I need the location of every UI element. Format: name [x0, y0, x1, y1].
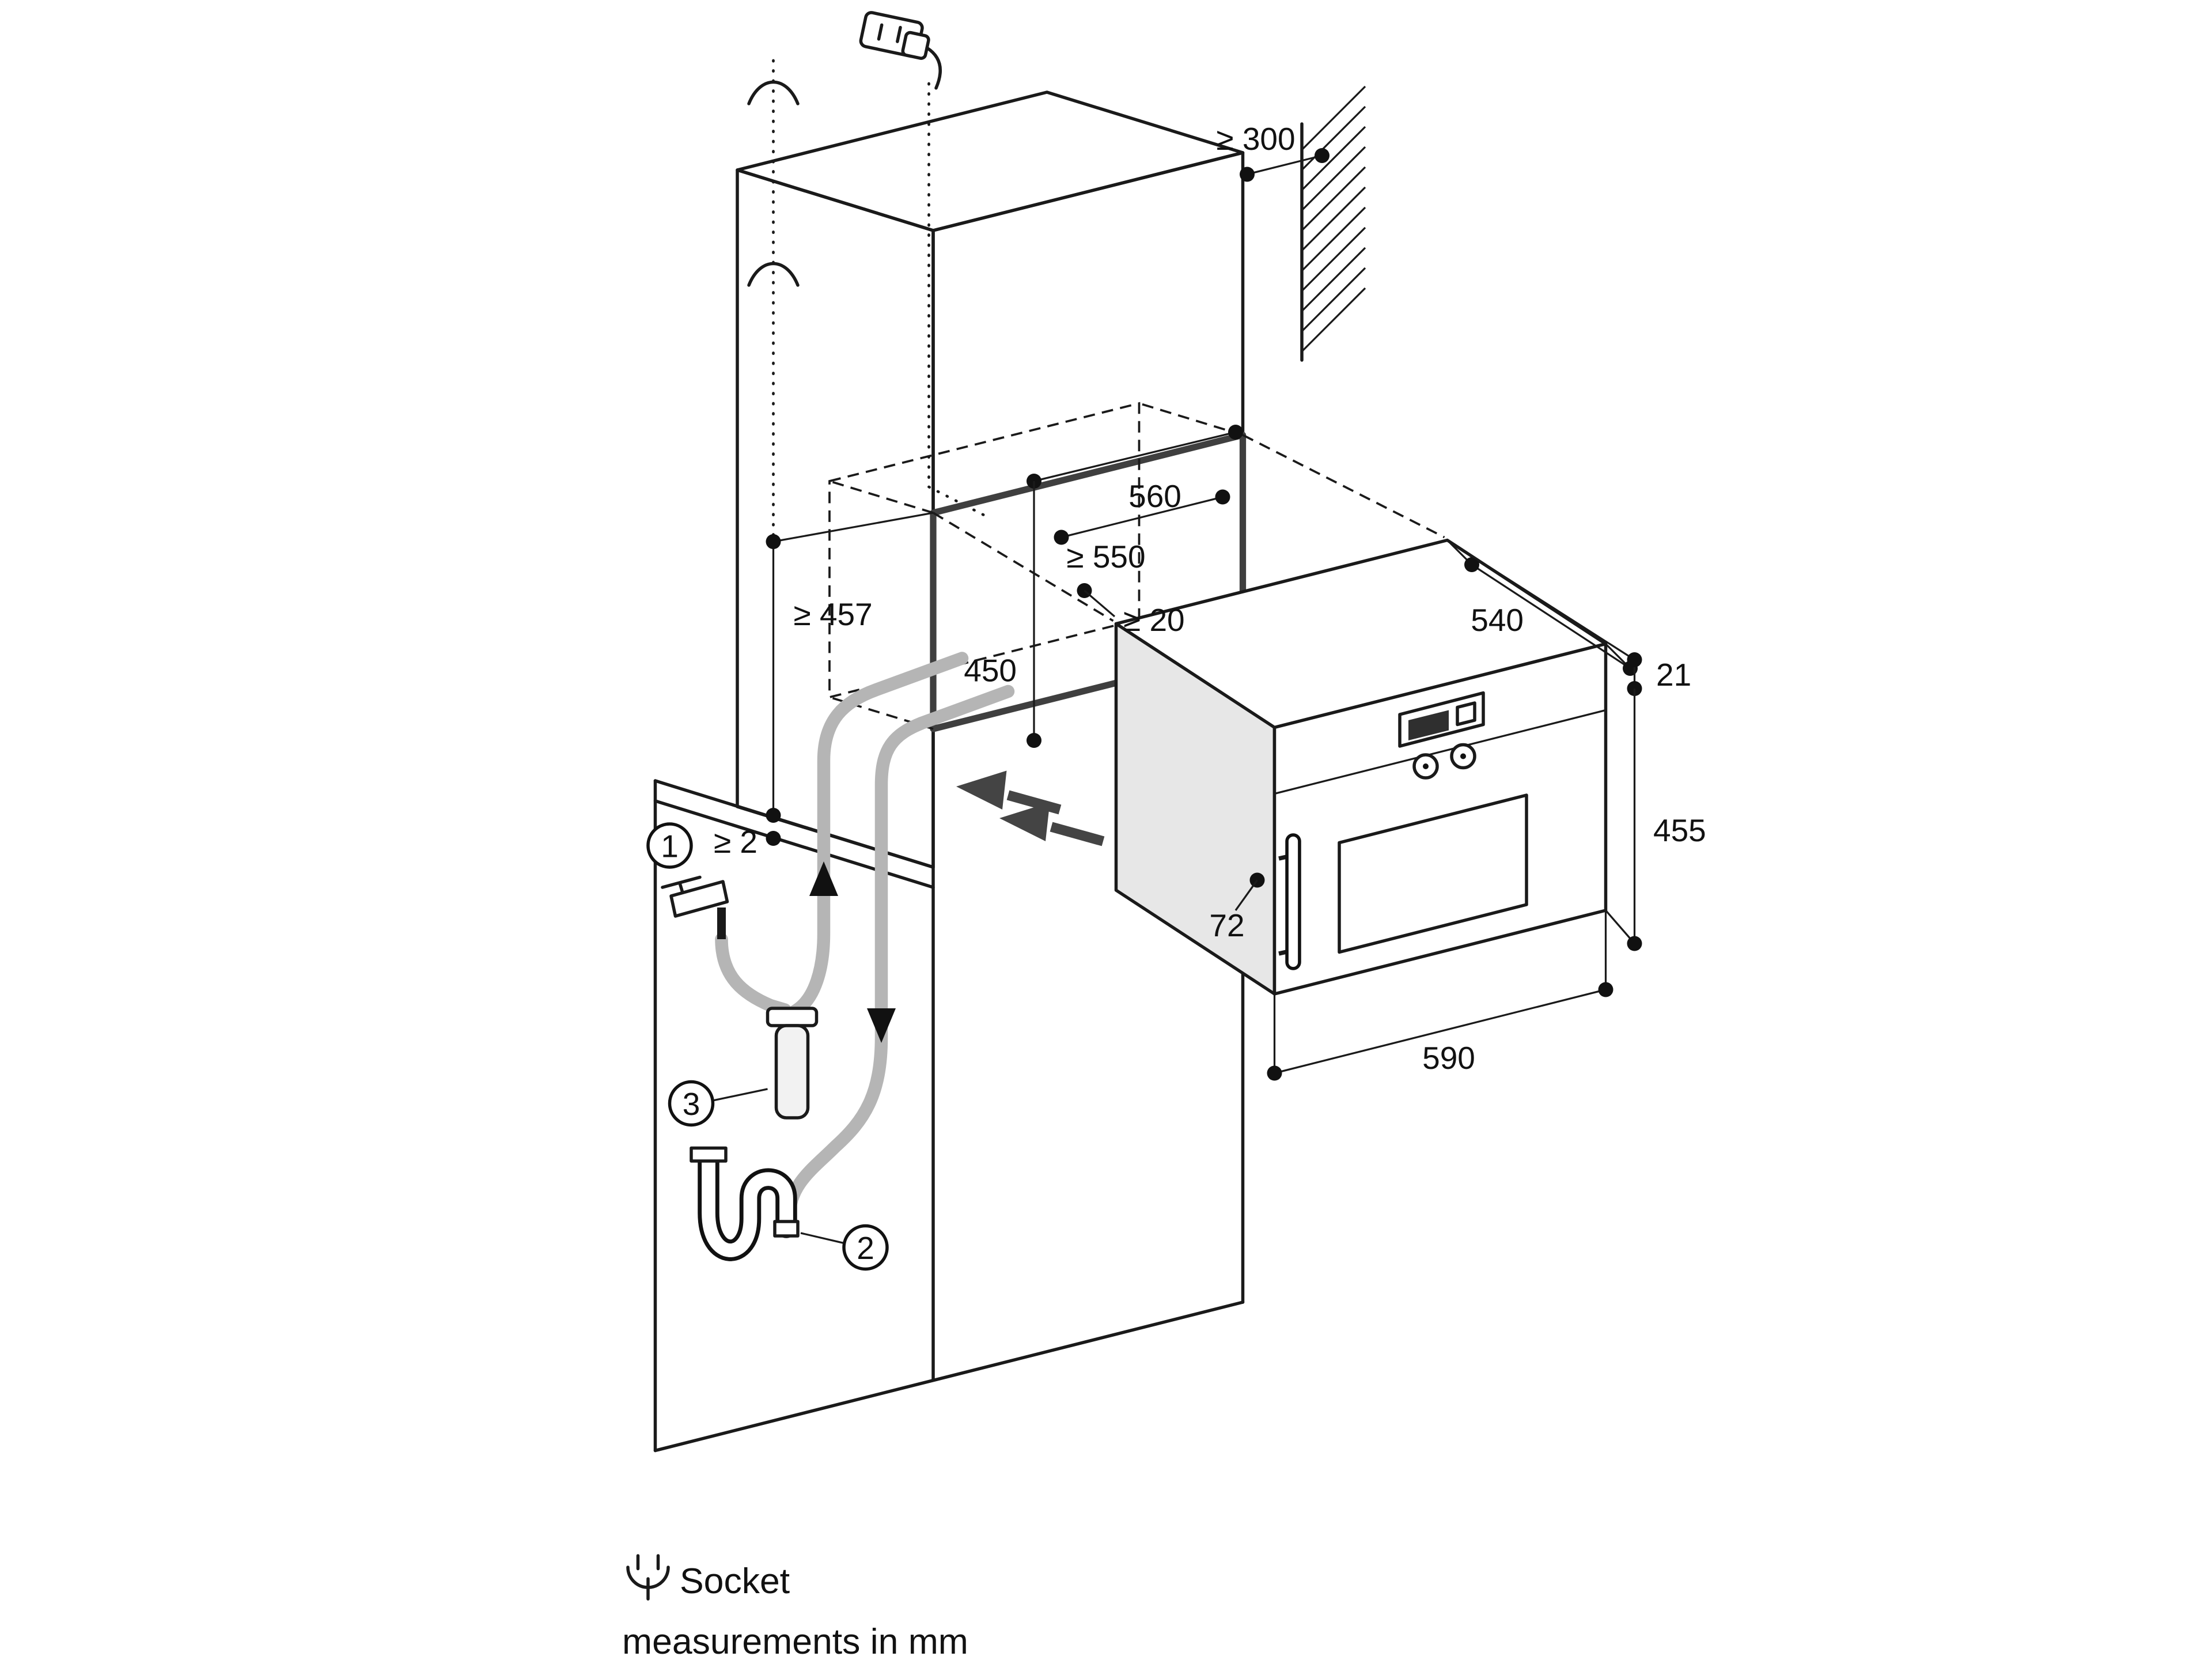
socket-legend-label: Socket	[680, 1561, 790, 1601]
cabinet-top-face	[736, 90, 1245, 232]
callout-drain-siphon: 2	[800, 1224, 889, 1271]
oven	[1114, 538, 1608, 996]
dim-label-appliance-depth: 540	[1471, 602, 1524, 638]
control-strip-line	[1274, 709, 1606, 795]
legend: Socket measurements in mm	[622, 1554, 968, 1659]
measurements-note: measurements in mm	[622, 1621, 968, 1659]
plumbing	[661, 652, 1105, 1261]
dim-label-appliance-width: 590	[1422, 1040, 1475, 1076]
callout-label-2: 2	[857, 1230, 874, 1266]
counter-bottom-line	[653, 799, 935, 889]
callout-filter: 3	[668, 1080, 768, 1127]
height-break-symbols	[747, 59, 800, 538]
dim-niche-height: 450	[964, 481, 1041, 748]
dim-wall-clearance: ≥ 300	[1216, 121, 1330, 182]
routing-arrows	[956, 770, 1105, 846]
dim-niche-width: 560	[1027, 425, 1243, 514]
dim-label-counter-gap: ≥ 2	[714, 824, 757, 860]
dim-rear-gap: ≥ 20	[1077, 583, 1185, 638]
socket-legend-icon	[626, 1554, 670, 1601]
dim-counter-gap: ≥ 2	[714, 824, 781, 860]
oven-door-handle	[1278, 833, 1301, 970]
siphon-icon	[690, 1146, 800, 1261]
callout-water-tap: 1	[646, 822, 693, 869]
filter-icon	[766, 1007, 819, 1120]
dim-label-niche-height: 450	[964, 653, 1017, 689]
dim-appliance-height: 455	[1605, 689, 1706, 951]
hose-down-arrow	[867, 1008, 896, 1043]
dim-base-height: ≥ 457	[766, 512, 934, 823]
callouts: 1 3 2	[646, 822, 889, 1271]
drain-hose	[782, 685, 1015, 1224]
callout-label-1: 1	[661, 829, 679, 864]
tap-to-filter-hose	[715, 932, 791, 1016]
wall-hatching	[1300, 85, 1366, 362]
oven-door-window	[1338, 793, 1528, 954]
socket-cable-dotted-line	[927, 82, 993, 520]
dim-label-rear-gap: ≥ 20	[1123, 602, 1185, 638]
oven-control-panel	[1398, 691, 1485, 780]
dim-handle-depth: 72	[1209, 872, 1265, 943]
dimensions: ≥ 300 560 ≥ 550 ≥ 20 450	[714, 121, 1706, 1081]
hose-up-arrow	[809, 861, 838, 896]
dim-appliance-width: 590	[1267, 910, 1613, 1081]
floor-line	[653, 1300, 1245, 1453]
dim-label-base-height: ≥ 457	[794, 596, 873, 632]
dim-niche-depth: ≥ 550	[1054, 489, 1230, 574]
supply-hose	[788, 652, 969, 1018]
socket-icon	[859, 11, 942, 90]
dim-label-appliance-height: 455	[1653, 812, 1706, 848]
callout-label-3: 3	[683, 1086, 700, 1122]
counter-top-line	[653, 779, 935, 869]
dim-label-niche-width: 560	[1128, 478, 1181, 514]
cabinet-face-above-niche	[931, 151, 1245, 515]
tap-icon	[661, 875, 729, 939]
dim-label-wall-clearance: ≥ 300	[1216, 121, 1295, 157]
dim-label-panel-offset: 21	[1656, 657, 1691, 693]
dim-appliance-depth: 540	[1446, 539, 1638, 676]
dim-panel-offset: 21	[1446, 539, 1691, 696]
dim-label-handle-depth: 72	[1209, 907, 1244, 943]
dim-label-niche-depth: ≥ 550	[1066, 539, 1145, 574]
